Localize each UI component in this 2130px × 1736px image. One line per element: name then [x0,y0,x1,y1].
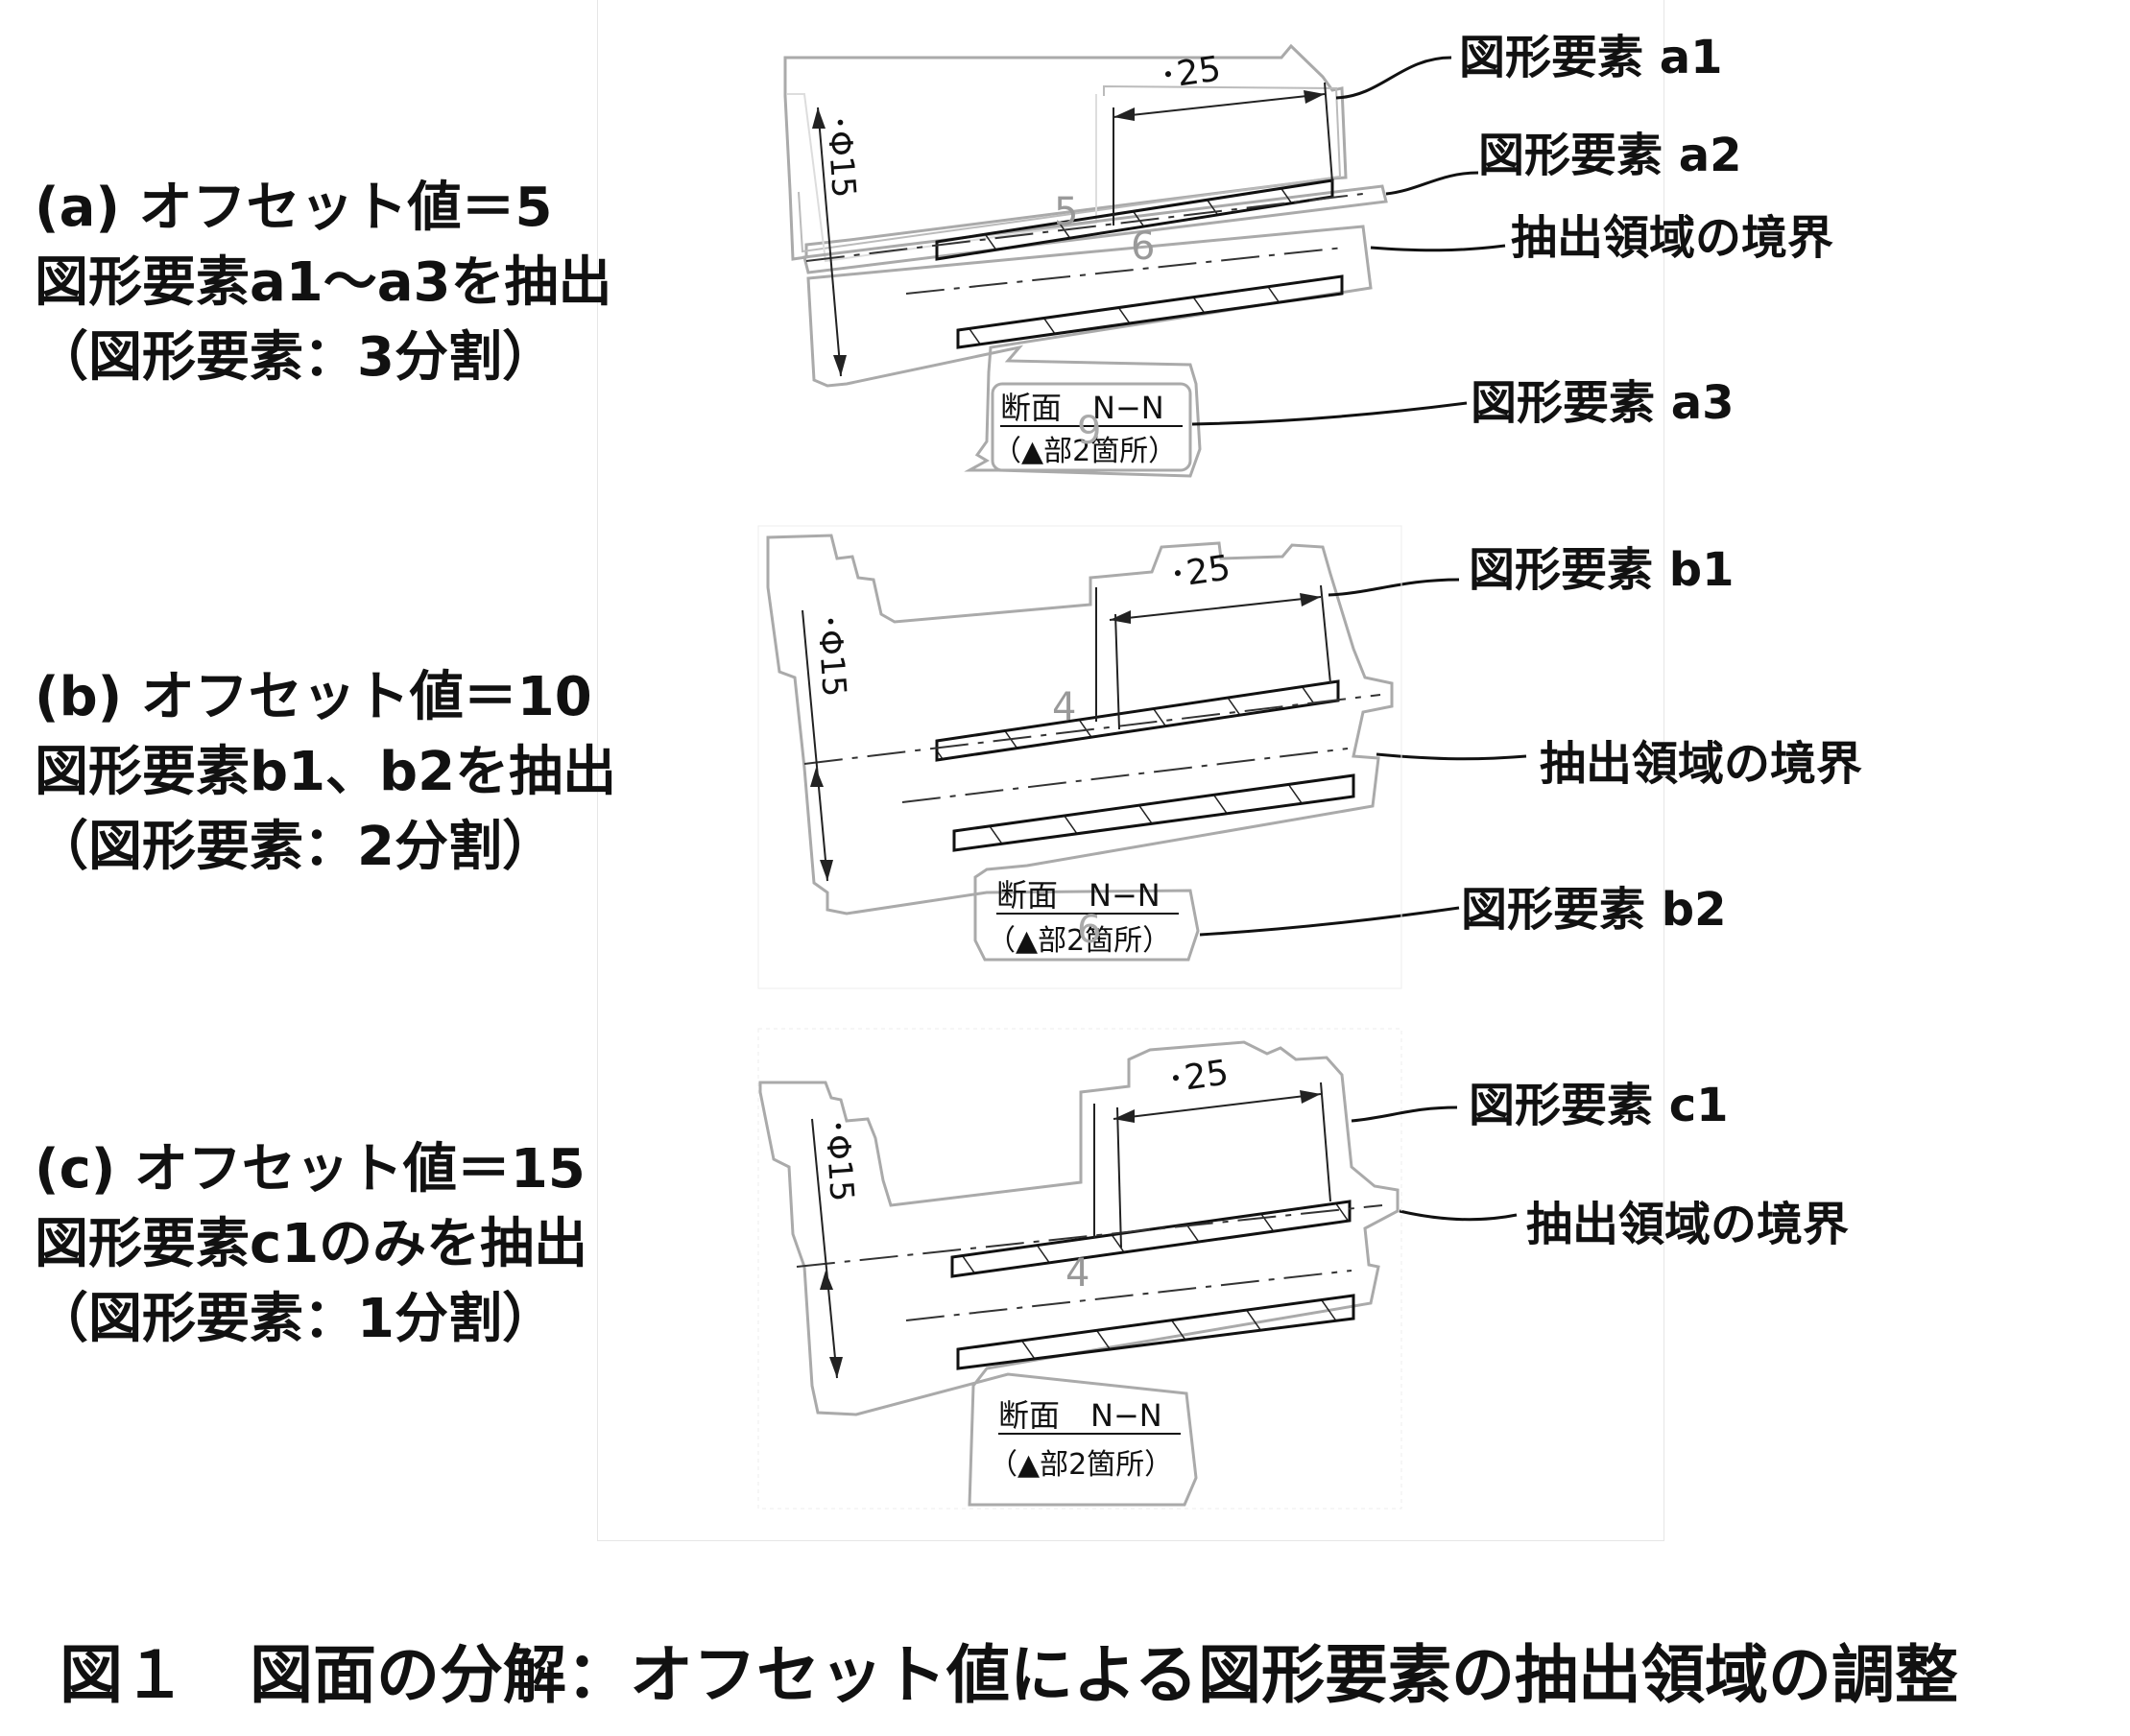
label-element-a2: 図形要素 a2 [1478,129,1742,182]
section-title-c: 断面 N−N [998,1397,1162,1434]
label-element-a3: 図形要素 a3 [1471,376,1735,430]
dim-phi15-c: ･Φ15 [817,1117,861,1203]
section-title-a: 断面 N−N [1000,390,1164,426]
case-c-line-2: 図形要素c1のみを抽出 [35,1213,588,1275]
section-note-b: （▲部2箇所） [987,924,1171,958]
region-num-c-1: 4 [1065,1251,1089,1296]
element-c1-boundary [758,1040,1400,1507]
case-a-line-2: 図形要素a1～a3を抽出 [35,251,612,314]
drawing-c: ･Φ15 ･25 4 断面 N−N （▲部2箇所） [757,1028,1518,1510]
dim-phi15-a: ･Φ15 [819,113,863,200]
drawing-a: ･Φ15 ･25 5 6 断面 N−N （▲部2箇所） 9 [783,43,1506,478]
dim-phi15-b: ･Φ15 [809,612,853,699]
case-a-line-1: (a) オフセット値＝5 [35,177,553,239]
label-boundary-a: 抽出領域の境界 [1511,211,1834,265]
case-b-line-3: （図形要素：2分割） [35,816,556,878]
section-note-c: （▲部2箇所） [989,1448,1173,1482]
region-num-a-3: 9 [1077,409,1101,453]
dim-25-a: ･25 [1158,49,1224,96]
dim-25-c: ･25 [1165,1053,1232,1100]
case-c-line-3: （図形要素：1分割） [35,1288,556,1350]
section-note-a: （▲部2箇所） [993,435,1177,468]
label-boundary-c: 抽出領域の境界 [1526,1198,1850,1251]
case-c-line-1: (c) オフセット値＝15 [35,1138,586,1201]
figure-caption: 図１ 図面の分解：オフセット値による図形要素の抽出領域の調整 [60,1638,1959,1712]
case-b-line-1: (b) オフセット値＝10 [35,666,592,728]
case-b-description: (b) オフセット値＝10 図形要素b1、b2を抽出 （図形要素：2分割） [35,660,616,885]
case-a-line-3: （図形要素：3分割） [35,326,556,389]
region-num-a-2: 6 [1131,225,1155,269]
region-num-b-1: 4 [1052,685,1076,729]
label-element-b1: 図形要素 b1 [1469,543,1735,597]
element-b1-boundary [766,534,1394,962]
region-num-a-1: 5 [1054,190,1078,234]
dim-25-b: ･25 [1167,548,1233,595]
label-element-a1: 図形要素 a1 [1459,31,1723,84]
drawing-frame [597,0,1664,1541]
label-boundary-b: 抽出領域の境界 [1540,737,1863,791]
element-a3-boundary [806,225,1373,478]
label-element-c1: 図形要素 c1 [1469,1079,1729,1132]
drawing-b: ･Φ15 ･25 4 断面 N−N （▲部2箇所） 6 [757,525,1527,989]
element-a1-boundary [783,43,1348,261]
case-b-line-2: 図形要素b1、b2を抽出 [35,741,617,803]
label-element-b2: 図形要素 b2 [1461,883,1727,937]
region-num-b-2: 6 [1077,908,1101,952]
case-c-description: (c) オフセット値＝15 図形要素c1のみを抽出 （図形要素：1分割） [35,1132,587,1357]
case-a-description: (a) オフセット値＝5 図形要素a1～a3を抽出 （図形要素：3分割） [35,171,612,395]
section-title-b: 断面 N−N [996,877,1161,914]
